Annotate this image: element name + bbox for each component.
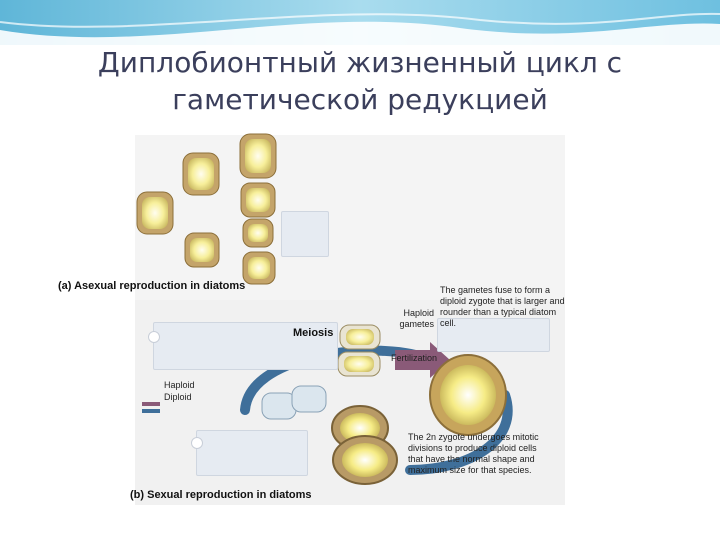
- callout-box-zygote: [196, 430, 308, 476]
- diatom-cell: [242, 251, 276, 285]
- diatom-cell: [184, 232, 220, 268]
- haploid-gametes-label: Haploid gametes: [392, 308, 434, 330]
- fertilization-label: Fertilization: [391, 353, 438, 363]
- diatom-cell: [239, 133, 277, 179]
- diatom-cell-group-a: [136, 133, 277, 285]
- legend-haploid-swatch: [142, 402, 160, 406]
- legend-diploid-swatch: [142, 409, 160, 413]
- diploid-zygote: [429, 354, 507, 436]
- meiosis-cells: [337, 324, 381, 377]
- top-decoration: [0, 0, 720, 45]
- callout-box-meiosis: [153, 322, 338, 370]
- legend-haploid-label: Haploid: [164, 380, 195, 390]
- callout-dot: [148, 331, 160, 343]
- zygote-text: The 2n zygote undergoes mitotic division…: [408, 432, 539, 475]
- callout-dot: [191, 437, 203, 449]
- diploid-cells: [331, 405, 398, 485]
- part-a-label: (a) Asexual reproduction in diatoms: [58, 280, 246, 292]
- meiosis-label: Meiosis: [293, 327, 334, 339]
- diatom-cell: [136, 191, 174, 235]
- haploid-cells: [261, 385, 327, 420]
- diatom-cell: [182, 152, 220, 196]
- legend-diploid-label: Diploid: [164, 392, 192, 402]
- part-b-label: (b) Sexual reproduction in diatoms: [130, 489, 312, 501]
- slide-title: Диплобионтный жизненный цикл с гаметичес…: [60, 44, 660, 118]
- fertilization-arrow: [395, 342, 450, 378]
- diatom-cell: [240, 182, 276, 218]
- gametes-fuse-text: The gametes fuse to form a diploid zygot…: [440, 285, 565, 328]
- title-line-1: Диплобионтный жизненный цикл с: [97, 46, 623, 79]
- haploid-gametes-line-2: gametes: [399, 319, 434, 329]
- title-line-2: гаметической редукцией: [172, 83, 548, 116]
- life-cycle-arrow-lower: [405, 390, 513, 475]
- callout-box-fuse: [437, 318, 550, 352]
- haploid-gametes-line-1: Haploid: [403, 308, 434, 318]
- diatom-cell: [242, 218, 274, 248]
- callout-box-a: [281, 211, 329, 257]
